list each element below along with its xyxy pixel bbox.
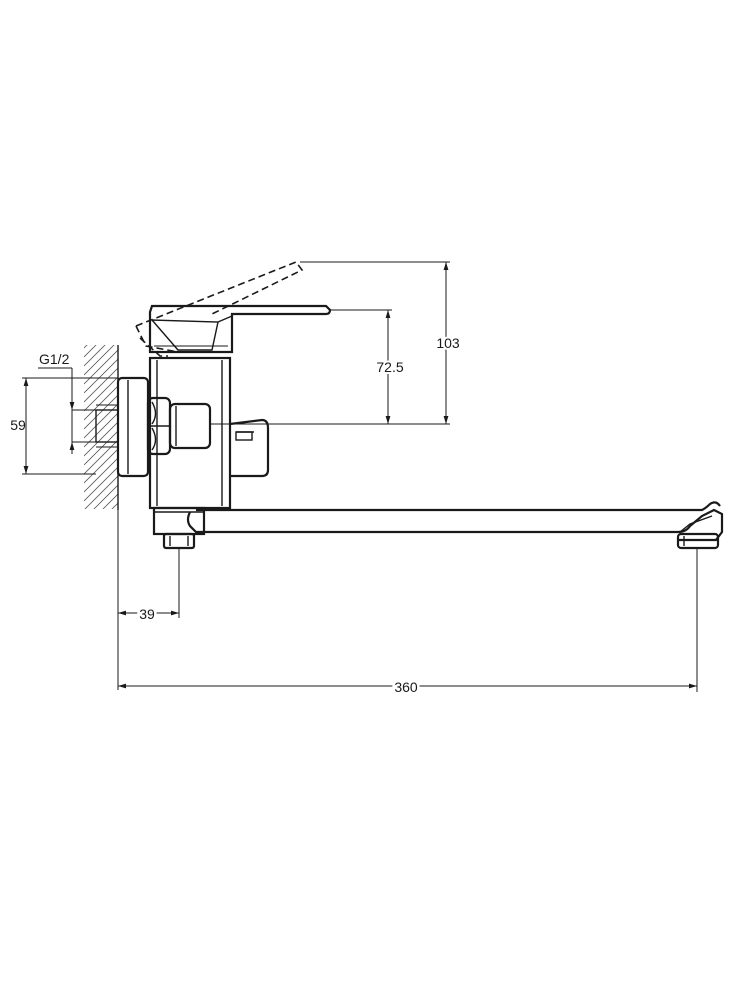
hatch-line [84, 439, 118, 475]
hatch-line [84, 367, 118, 403]
hatch-line [84, 457, 118, 493]
hatch-line [84, 475, 118, 509]
lever-height-label: 103 [436, 335, 460, 351]
dimension-spout-reach: 360 [118, 548, 698, 698]
hatch-line [84, 394, 118, 430]
dimension-thread: G1/2 [38, 351, 96, 454]
hatch-line [111, 502, 118, 509]
hatch-line [84, 345, 115, 376]
hatch-line [84, 521, 118, 555]
hatch-line [84, 530, 118, 564]
hatch-line [84, 345, 106, 367]
hatch-line [84, 305, 118, 339]
dimension-lever-height: 103 [210, 261, 462, 425]
spout-height-label: 72.5 [376, 359, 403, 375]
lever-handle [148, 304, 332, 354]
inlet-spacing-label: 59 [10, 417, 26, 433]
lever-raised-outline [135, 261, 304, 357]
hatch-line [84, 345, 88, 349]
hatch-line [84, 345, 97, 358]
hatch-line [84, 421, 118, 457]
hatch-line [84, 512, 118, 546]
hatch-line [84, 448, 118, 484]
hatch-line [93, 484, 118, 509]
hatch-line [84, 358, 118, 394]
dimension-inlet-spacing: 59 [10, 377, 118, 475]
thread-label: G1/2 [39, 351, 70, 367]
aerator-offset-label: 39 [139, 606, 155, 622]
spout-reach-label: 360 [394, 679, 418, 695]
hatch-line [84, 349, 118, 385]
hatch-line [84, 385, 118, 421]
spout [186, 501, 724, 550]
hatch-line [84, 539, 118, 573]
hatch-line [84, 376, 118, 412]
dimension-spout-height: 72.5 [330, 309, 406, 424]
wall-section [84, 305, 119, 573]
hatch-line [84, 412, 118, 448]
hex-nut [146, 396, 212, 456]
hatch-line [84, 466, 118, 502]
dimension-aerator-offset: 39 [117, 510, 180, 690]
hatch-line [84, 403, 118, 439]
hatch-line [102, 493, 118, 509]
hatch-line [84, 430, 118, 466]
